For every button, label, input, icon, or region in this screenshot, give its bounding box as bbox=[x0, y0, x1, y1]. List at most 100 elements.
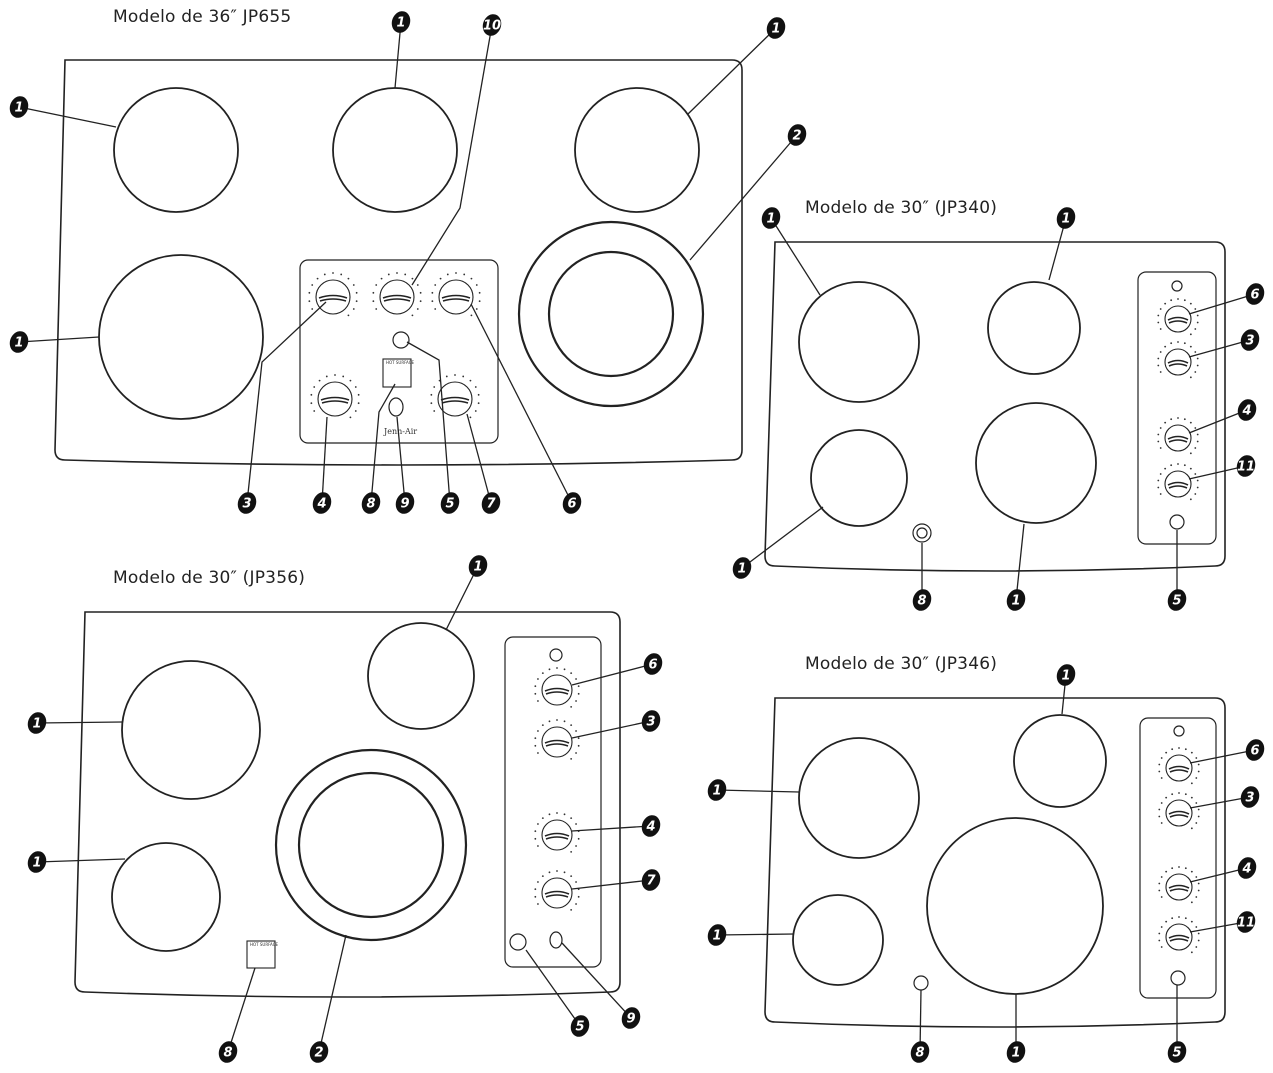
callout-badge-number: 7 bbox=[646, 874, 656, 889]
cooktop-jp356 bbox=[74, 611, 621, 998]
jp356-knob-1[interactable] bbox=[534, 667, 580, 708]
jp655-knob-3[interactable] bbox=[431, 272, 481, 317]
knob-tick-mark bbox=[352, 308, 355, 310]
leader-jp356-1a bbox=[445, 565, 479, 631]
callout-badge-shape bbox=[570, 1015, 590, 1037]
knob-grip bbox=[544, 890, 570, 895]
knob-dial[interactable] bbox=[1164, 305, 1192, 333]
callout-jp655-6: 6 bbox=[562, 492, 582, 514]
knob-grip bbox=[1167, 481, 1189, 486]
knob-dial[interactable] bbox=[1164, 424, 1192, 452]
jp655-burner-left-front bbox=[98, 254, 264, 420]
jp655-knob-2[interactable] bbox=[372, 272, 422, 317]
knob-tick-mark bbox=[556, 719, 558, 721]
jp340-knob-3[interactable] bbox=[1157, 417, 1199, 455]
knob-tick-mark bbox=[556, 667, 558, 669]
leader-jp356-5 bbox=[525, 949, 581, 1027]
jp346-knob-2[interactable] bbox=[1158, 792, 1200, 830]
jp356-bridge-switch[interactable] bbox=[549, 931, 563, 949]
callout-badge-shape bbox=[1006, 589, 1026, 611]
jp346-knob-4[interactable] bbox=[1158, 916, 1200, 954]
callout-badge-shape bbox=[1056, 664, 1076, 686]
knob-tick-mark bbox=[1157, 314, 1160, 317]
callout-badge-shape bbox=[761, 207, 781, 229]
knob-tick-mark bbox=[1171, 793, 1174, 796]
leader-jp655-1d bbox=[18, 336, 100, 343]
knob-tick-mark bbox=[1159, 473, 1162, 475]
knob-dial[interactable] bbox=[437, 381, 473, 417]
knob-dial[interactable] bbox=[1164, 470, 1192, 498]
knob-tick-mark bbox=[1197, 763, 1200, 766]
knob-tick-mark bbox=[1178, 866, 1180, 868]
knob-dial[interactable] bbox=[315, 279, 351, 315]
knob-tick-mark bbox=[411, 314, 414, 317]
knob-grip-edge bbox=[1169, 769, 1189, 773]
knob-tick-mark bbox=[534, 888, 537, 891]
knob-dial[interactable] bbox=[1165, 923, 1193, 951]
knob-tick-mark bbox=[419, 291, 422, 294]
knob-tick-mark bbox=[1160, 802, 1163, 804]
knob-tick-mark bbox=[1157, 433, 1160, 436]
knob-tick-mark bbox=[332, 272, 334, 274]
jp340-knob-4[interactable] bbox=[1157, 463, 1199, 501]
knob-tick-mark bbox=[548, 668, 551, 671]
knob-dial[interactable] bbox=[1165, 754, 1193, 782]
knob-dial[interactable] bbox=[1165, 873, 1193, 901]
jp346-knob-3[interactable] bbox=[1158, 866, 1200, 904]
callout-badge-number: 1 bbox=[1061, 669, 1070, 684]
knob-tick-mark bbox=[469, 379, 472, 382]
callout-jp356-4: 4 bbox=[641, 815, 661, 837]
jp340-knob-1[interactable] bbox=[1157, 298, 1199, 336]
cooktop-jp340 bbox=[764, 241, 1226, 572]
knob-tick-mark bbox=[1189, 421, 1192, 424]
knob-tick-mark bbox=[1178, 792, 1180, 794]
knob-tick-mark bbox=[575, 730, 577, 732]
callout-jp346-1-center-front: 1 bbox=[1006, 1041, 1026, 1063]
jp655-knob-1[interactable] bbox=[308, 272, 358, 317]
callout-jp346-11: 11 bbox=[1236, 911, 1256, 933]
knob-dial[interactable] bbox=[1165, 799, 1193, 827]
knob-tick-mark bbox=[1189, 302, 1192, 305]
callout-jp655-1-center-rear: 1 bbox=[391, 11, 411, 33]
knob-tick-mark bbox=[575, 823, 577, 825]
jp356-knob-4[interactable] bbox=[534, 870, 580, 911]
knob-tick-mark bbox=[1190, 796, 1193, 799]
callout-badge-shape bbox=[707, 924, 727, 946]
knob-dial[interactable] bbox=[438, 279, 474, 315]
knob-dial[interactable] bbox=[541, 726, 573, 758]
knob-dial[interactable] bbox=[541, 877, 573, 909]
knob-dial[interactable] bbox=[1164, 348, 1192, 376]
knob-dial[interactable] bbox=[541, 819, 573, 851]
jp356-knob-3[interactable] bbox=[534, 812, 580, 853]
knob-tick-mark bbox=[1194, 328, 1197, 330]
knob-tick-mark bbox=[1157, 364, 1160, 367]
knob-tick-mark bbox=[474, 410, 477, 412]
jp340-element-on-light bbox=[1169, 514, 1185, 530]
jp356-knob-2[interactable] bbox=[534, 719, 580, 760]
knob-grip bbox=[544, 832, 570, 837]
knob-tick-mark bbox=[1158, 808, 1161, 811]
knob-dial[interactable] bbox=[317, 381, 353, 417]
callout-badge-shape bbox=[395, 492, 415, 514]
knob-tick-mark bbox=[1190, 827, 1193, 830]
jp655-bridge-switch[interactable] bbox=[388, 397, 404, 417]
knob-tick-mark bbox=[1157, 321, 1160, 324]
callout-badge-number: 3 bbox=[1245, 791, 1254, 806]
knob-tick-mark bbox=[570, 908, 573, 911]
knob-tick-mark bbox=[1164, 345, 1167, 348]
jp340-burner-left-rear bbox=[798, 281, 920, 403]
callout-jp655-5: 5 bbox=[440, 492, 460, 514]
knob-grip bbox=[441, 294, 471, 299]
knob-dial[interactable] bbox=[379, 279, 415, 315]
knob-dial[interactable] bbox=[541, 674, 573, 706]
jp655-knob-4[interactable] bbox=[310, 374, 360, 419]
callout-badge-shape bbox=[641, 869, 661, 891]
jp655-knob-5[interactable] bbox=[430, 374, 480, 419]
callout-badge-shape bbox=[218, 1041, 238, 1063]
knob-tick-mark bbox=[1177, 341, 1179, 343]
knob-tick-mark bbox=[313, 410, 316, 412]
jp340-knob-2[interactable] bbox=[1157, 341, 1199, 379]
callout-badge-number: 4 bbox=[1241, 404, 1251, 419]
jp346-knob-1[interactable] bbox=[1158, 747, 1200, 785]
knob-grip-edge bbox=[545, 894, 569, 898]
